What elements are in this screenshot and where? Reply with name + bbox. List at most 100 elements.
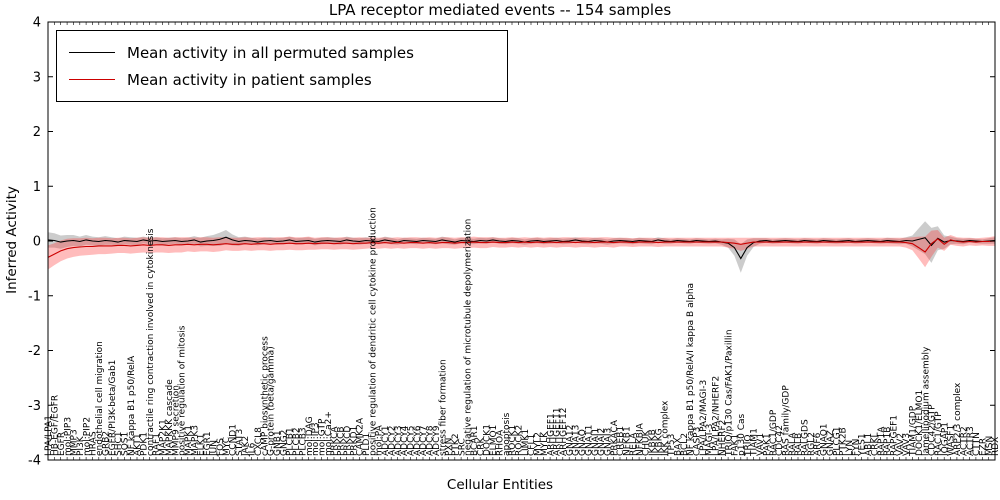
entity-label: EGR1 [203,431,213,456]
entity-label: EGFR [57,432,67,456]
entity-label: GNA11 [584,425,594,456]
entity-label: CAMK2A [356,417,366,456]
entity-label: ARHGEF1 [546,413,556,456]
entity-label: TIAM1 [750,428,760,457]
entity-label: LIMK1 [521,429,531,456]
y-tick-label: 0 [33,235,41,250]
entity-label: MYL2 [534,432,544,456]
entity-label: BCL2 [680,433,690,456]
y-tick-label: -1 [28,289,41,304]
entity-label: TRIO/p130 Cas/FAK1/Paxillin [724,329,734,457]
entity-label: CDC42 [775,425,785,456]
entity-label: MAP2K1 [159,419,169,456]
entity-label: mol:PA [375,424,385,456]
entity-label: IKK complex [661,400,671,456]
entity-label: JAK2 [241,436,251,457]
entity-label: PAK1 [762,433,772,456]
entity-label: GNB1 [273,430,283,456]
entity-label: MMP9 secretion [171,385,181,456]
entity-label: PRKCB [337,426,347,456]
entity-label: PXN [445,438,455,456]
entity-label: HB-EGF/EGFR [51,395,61,456]
entity-label: EZR [979,438,989,456]
entity-label: PLCB2 [292,427,302,456]
entity-label: STAT3 [235,429,245,456]
entity-label: CTTN [972,432,982,456]
entity-label: mol:IP3 [311,422,321,456]
entity-label: mol:Ca2+ [324,411,334,456]
entity-label: PDK1 [140,432,150,456]
entity-label: HRAS [89,431,99,456]
entity-label: p130 Cas [737,413,747,456]
entity-label: IKBKG [654,428,664,456]
entity-label: CREB1 [616,426,626,456]
y-tick-label: 2 [33,125,41,140]
entity-label: DOCK1/ELMO1 [915,390,925,456]
entity-label: RHOA [496,429,506,456]
entity-label: PRKACA [610,419,620,456]
entity-label: CASP3 [693,427,703,456]
entity-label: lamellipodium assembly [921,346,931,456]
entity-label: GNAI2 [597,428,607,456]
entity-label: LPA/LPA1 [44,415,54,456]
entity-label: ADCY6 [413,425,423,456]
entity-label: RAC1/GTP [934,411,944,456]
entity-label: VAV3 [902,433,912,456]
legend-label-patient: Mean activity in patient samples [127,70,372,89]
entity-label: PLCB3 [298,427,308,456]
entity-label: GNAI1 [591,428,601,456]
entity-label: G-protein (beta/gamma) [267,346,277,456]
legend: Mean activity in all permuted samples Me… [56,30,508,102]
x-axis-label: Cellular Entities [446,477,554,493]
entity-label: ADCY1 [381,426,391,456]
entity-label: FYN [851,439,861,456]
entity-label: RAF1 [152,433,162,456]
entity-label: ACTR2 [959,426,969,456]
entity-label: MYLK [540,431,550,456]
entity-label: ADCY5 [407,426,417,456]
entity-label: RAC1/GDP [769,409,779,456]
entity-label: EGFR/PI3K-beta/Gab1 [108,360,118,456]
y-tick-label: 1 [33,180,41,195]
series-band-1 [48,230,995,270]
entity-label: LPA/LPA2/MAGI-3 [699,380,709,456]
entity-label: CFL1 [527,434,537,456]
entity-label: ADCY7 [419,426,429,456]
entity-label: mol:PIP3 [63,417,73,456]
entity-label: RALA [788,432,798,456]
entity-label: CRKL [870,433,880,456]
entity-label: RDX [991,437,1000,456]
entity-label: PRKCD [343,426,353,456]
series-line-1 [47,238,996,258]
entity-label: LPA/LPA2/NHERF2 [712,376,722,456]
entity-label: CHUK [642,429,652,456]
entity-label: IKBKB [648,429,658,456]
permuted-line-swatch [69,52,115,53]
entity-label: CRK [476,436,486,456]
y-tick-label: -4 [28,454,41,469]
entity-label: PTK2B [839,427,849,456]
entity-label: GRB2 [101,431,111,456]
entity-label: PRKCA [330,426,340,456]
entity-label: SHC1 [114,432,124,457]
entity-label: ELMO1 [489,425,499,456]
entity-label: RAPGEF1 [890,415,900,456]
entity-label: MMP3 [70,429,80,456]
entity-label: NF kappa B1 p50/RelA [127,355,137,456]
entity-label: FOS [216,438,226,456]
entity-label: ADCY8 [426,425,436,456]
entity-label: mol:PIP2 [82,417,92,456]
entity-label: CCND1 [229,424,239,456]
entity-label: MAPK3 [190,425,200,456]
legend-entry-permuted: Mean activity in all permuted samples [69,39,495,66]
entity-label: ADCY9 [432,425,442,456]
entity-label: GNAO1 [820,423,830,456]
entity-label: NHERF2 [718,420,728,456]
entity-label: MAPK1 [184,425,194,456]
entity-label: ROCK2 [515,425,525,456]
entity-label: ADCY4 [400,425,410,456]
entity-label: PRKD1 [349,426,359,456]
entity-label: PTK2 [451,433,461,456]
entity-label: negative regulation of microtubule depol… [464,219,474,456]
